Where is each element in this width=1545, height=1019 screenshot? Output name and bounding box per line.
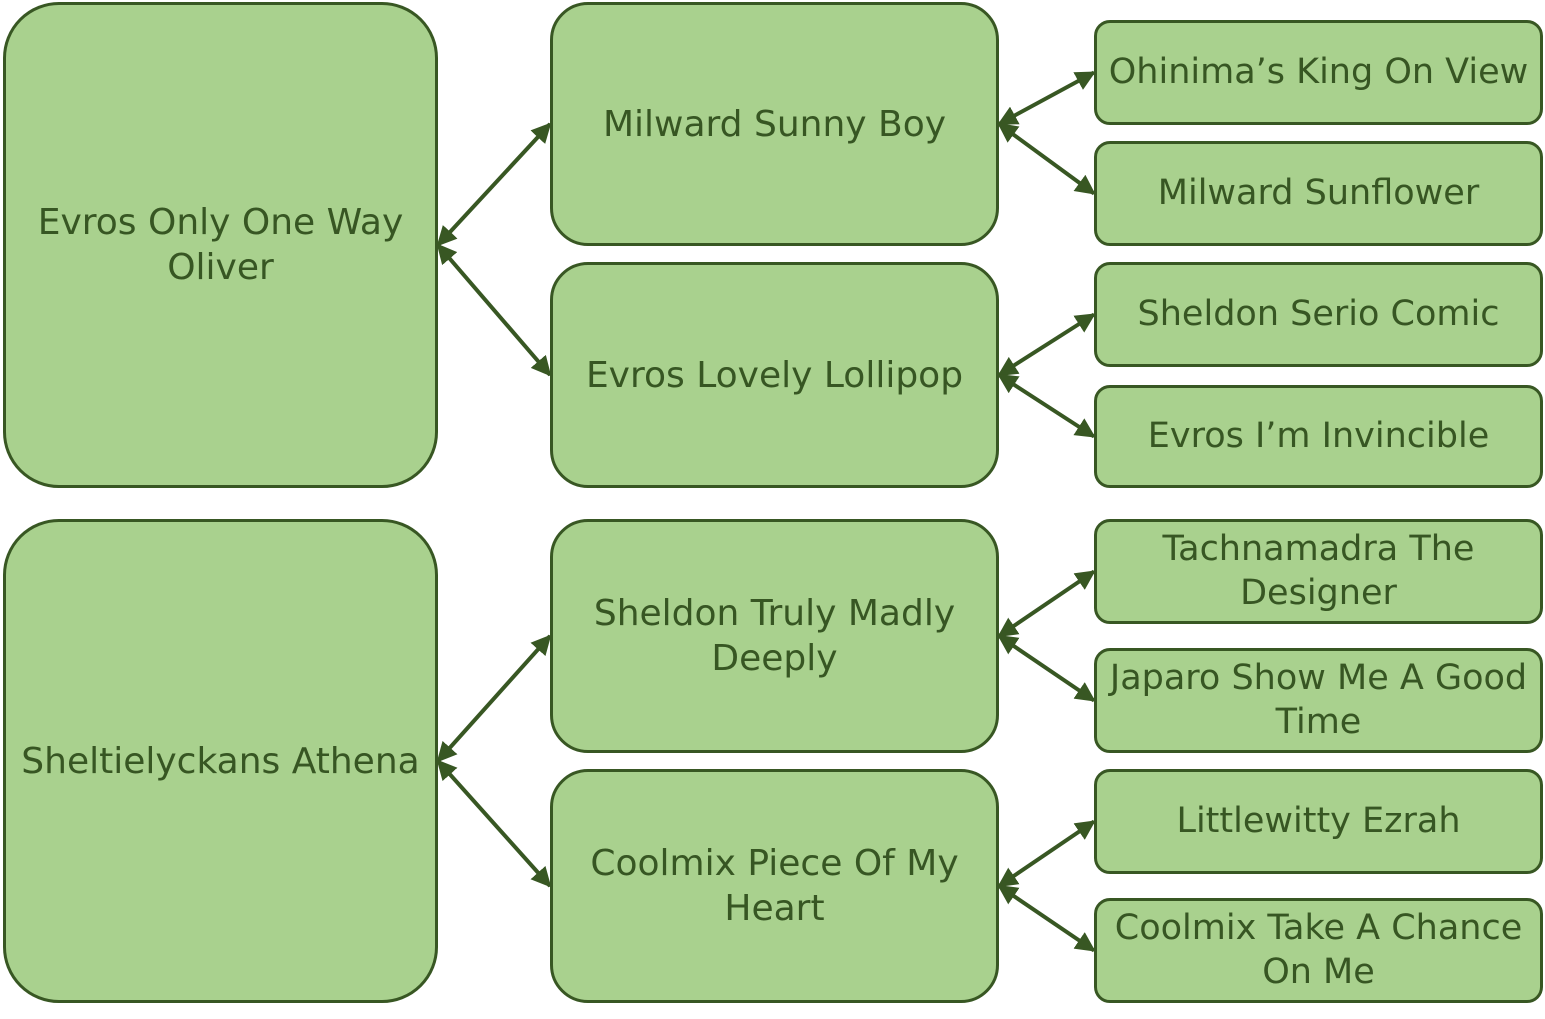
node-label: Coolmix Take A Chance On Me	[1114, 907, 1523, 992]
node-evros-only-one-way-oliver: Evros Only One Way Oliver	[3, 2, 438, 488]
node-tachnamadra-the-designer: Tachnamadra The Designer	[1094, 519, 1543, 624]
node-label: Sheldon Serio Comic	[1137, 293, 1500, 334]
node-label: Ohinima’s King On View	[1108, 51, 1529, 92]
node-label: Coolmix Piece Of My Heart	[590, 843, 959, 929]
node-sheldon-truly-madly-deeply: Sheldon Truly Madly Deeply	[550, 519, 999, 753]
node-sheldon-serio-comic: Sheldon Serio Comic	[1094, 262, 1543, 367]
node-label: Evros I’m Invincible	[1147, 415, 1490, 456]
node-label: Milward Sunflower	[1157, 172, 1480, 213]
node-label: Sheldon Truly Madly Deeply	[593, 593, 956, 679]
node-evros-im-invincible: Evros I’m Invincible	[1094, 385, 1543, 488]
connector-sheldon_truly_madly_deeply-to-tachnamadra_the_designer	[997, 569, 1096, 638]
connector-sheldon_truly_madly_deeply-to-japaro_show_me_a_good_time	[997, 634, 1096, 703]
node-japaro-show-me-a-good-time: Japaro Show Me A Good Time	[1094, 648, 1543, 753]
node-label: Sheltielyckans Athena	[21, 740, 420, 782]
connector-evros_lovely_lollipop-to-sheldon_serio_comic	[997, 312, 1096, 377]
node-evros-lovely-lollipop: Evros Lovely Lollipop	[550, 262, 999, 488]
node-label: Evros Only One Way Oliver	[37, 202, 404, 288]
connector-milward_sunny_boy-to-milward_sunflower	[997, 122, 1096, 196]
connector-sheltielyckans_athena-to-sheldon_truly_madly_deeply	[436, 634, 552, 763]
connector-sheltielyckans_athena-to-coolmix_piece_of_my_heart	[436, 759, 552, 888]
connector-coolmix_piece_of_my_heart-to-coolmix_take_a_chance_on_me	[997, 884, 1096, 953]
node-milward-sunny-boy: Milward Sunny Boy	[550, 2, 999, 246]
connector-evros_lovely_lollipop-to-evros_im_invincible	[997, 373, 1096, 439]
node-label: Japaro Show Me A Good Time	[1109, 657, 1528, 742]
connector-coolmix_piece_of_my_heart-to-littlewitty_ezrah	[997, 819, 1096, 888]
node-label: Littlewitty Ezrah	[1176, 800, 1461, 841]
connector-milward_sunny_boy-to-ohinimas_king_on_view	[997, 70, 1096, 126]
node-label: Tachnamadra The Designer	[1162, 528, 1475, 613]
connector-evros_only_one_way_oliver-to-evros_lovely_lollipop	[436, 243, 552, 377]
node-coolmix-piece-of-my-heart: Coolmix Piece Of My Heart	[550, 769, 999, 1003]
node-label: Evros Lovely Lollipop	[585, 354, 964, 396]
node-sheltielyckans-athena: Sheltielyckans Athena	[3, 519, 438, 1003]
node-ohinimas-king-on-view: Ohinima’s King On View	[1094, 20, 1543, 125]
node-coolmix-take-a-chance-on-me: Coolmix Take A Chance On Me	[1094, 898, 1543, 1003]
node-milward-sunflower: Milward Sunflower	[1094, 141, 1543, 246]
node-littlewitty-ezrah: Littlewitty Ezrah	[1094, 769, 1543, 874]
node-label: Milward Sunny Boy	[602, 103, 947, 145]
connector-evros_only_one_way_oliver-to-milward_sunny_boy	[436, 122, 552, 247]
